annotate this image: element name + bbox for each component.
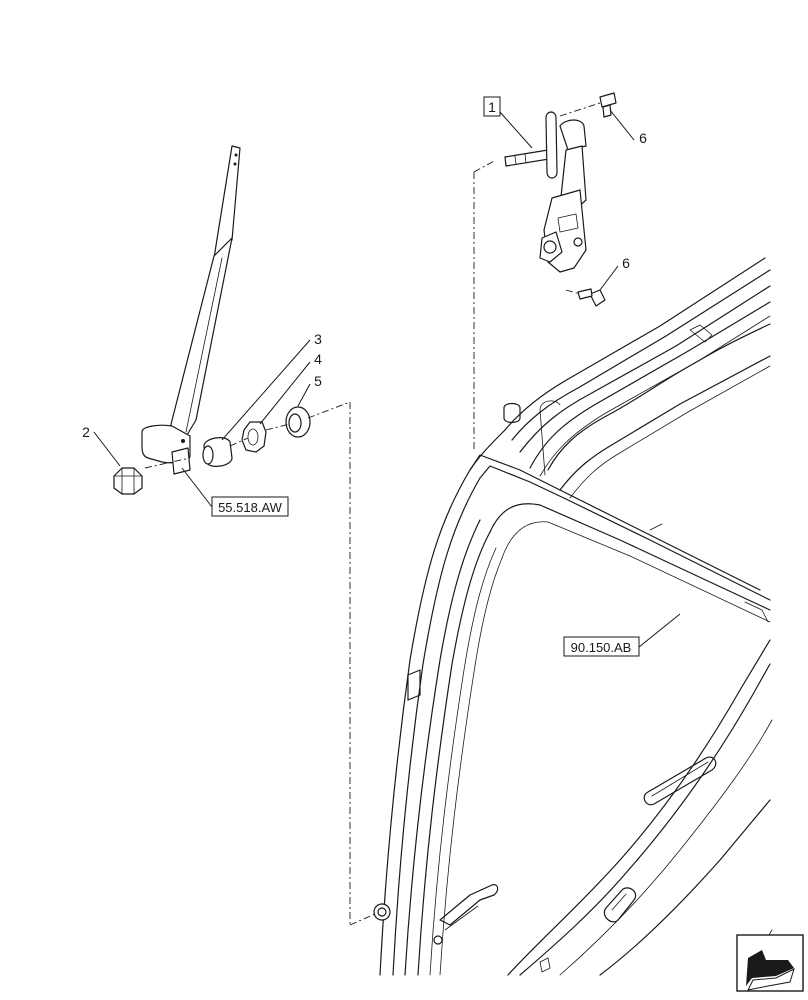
callout-6-lower[interactable]: 6 — [599, 255, 630, 291]
reference-wiper-arm-label: 55.518.AW — [218, 500, 283, 515]
callout-5[interactable]: 5 — [297, 373, 322, 407]
callout-1[interactable]: 1 — [483, 96, 533, 149]
callout-4-label: 4 — [314, 351, 322, 367]
nut-part-4 — [241, 421, 267, 453]
wiper-motor — [504, 111, 587, 273]
nut-part-2 — [113, 467, 143, 495]
cab-frame — [373, 257, 773, 976]
callout-5-label: 5 — [314, 373, 322, 389]
callout-1-label: 1 — [488, 99, 496, 115]
bolt-upper — [599, 92, 617, 118]
callout-4[interactable]: 4 — [259, 351, 322, 425]
callout-6-lower-label: 6 — [622, 255, 630, 271]
callout-6-upper-label: 6 — [639, 130, 647, 146]
reference-cab[interactable]: 90.150.AB — [563, 613, 681, 657]
assembly-lines — [144, 102, 601, 926]
callout-2-label: 2 — [82, 424, 90, 440]
washer-part-5 — [285, 406, 311, 438]
reference-cab-label: 90.150.AB — [571, 640, 632, 655]
bushing-part-3 — [202, 437, 233, 467]
bolt-lower — [577, 288, 606, 307]
callout-2[interactable]: 2 — [82, 424, 121, 467]
callout-6-upper[interactable]: 6 — [609, 109, 647, 146]
wiper-arm — [141, 145, 241, 475]
callout-3-label: 3 — [314, 331, 322, 347]
callout-3[interactable]: 3 — [221, 331, 322, 441]
back-arrow-icon[interactable] — [736, 934, 804, 992]
reference-wiper-arm[interactable]: 55.518.AW — [181, 467, 289, 517]
